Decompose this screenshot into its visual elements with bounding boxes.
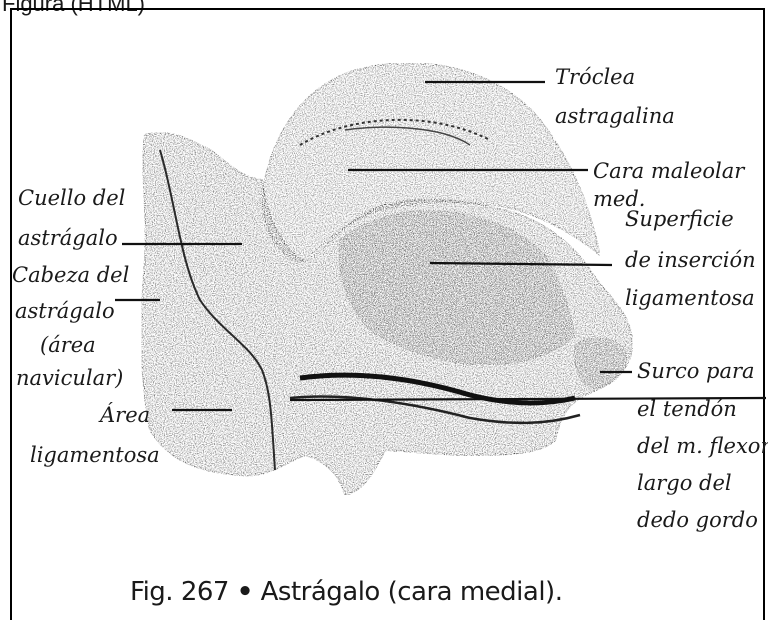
caption-bullet: • — [237, 577, 253, 607]
label-surco-line1: Surco para — [637, 358, 755, 384]
label-surco-line5: dedo gordo — [637, 507, 758, 533]
label-troclea-line2: astragalina — [555, 103, 675, 129]
label-cabeza-line4: navicular) — [16, 365, 123, 391]
label-surco-line3: del m. flexor — [637, 433, 768, 459]
label-cuello-line2: astrágalo — [18, 225, 118, 251]
label-surco-line2: el tendón — [637, 396, 737, 422]
label-maleolar-line1: Cara maleolar — [593, 158, 744, 184]
posterior-process — [575, 338, 627, 388]
label-area-line2: ligamentosa — [30, 442, 160, 468]
label-superficie-line2: de inserción — [625, 247, 756, 273]
label-superficie-line1: Superficie — [625, 206, 734, 232]
label-cabeza-line1: Cabeza del — [12, 262, 129, 288]
label-area-line1: Área — [100, 402, 150, 428]
label-cabeza-line3: (área — [40, 332, 96, 358]
label-superficie-line3: ligamentosa — [625, 285, 755, 311]
label-troclea-line1: Tróclea — [555, 64, 635, 90]
label-cabeza-line2: astrágalo — [15, 298, 115, 324]
caption-figure-number: Fig. 267 — [130, 577, 229, 607]
caption-title: Astrágalo (cara medial). — [261, 577, 563, 607]
label-surco-line4: largo del — [637, 470, 732, 496]
label-cuello-line1: Cuello del — [18, 185, 125, 211]
figure-caption: Fig. 267 • Astrágalo (cara medial). — [130, 577, 562, 607]
